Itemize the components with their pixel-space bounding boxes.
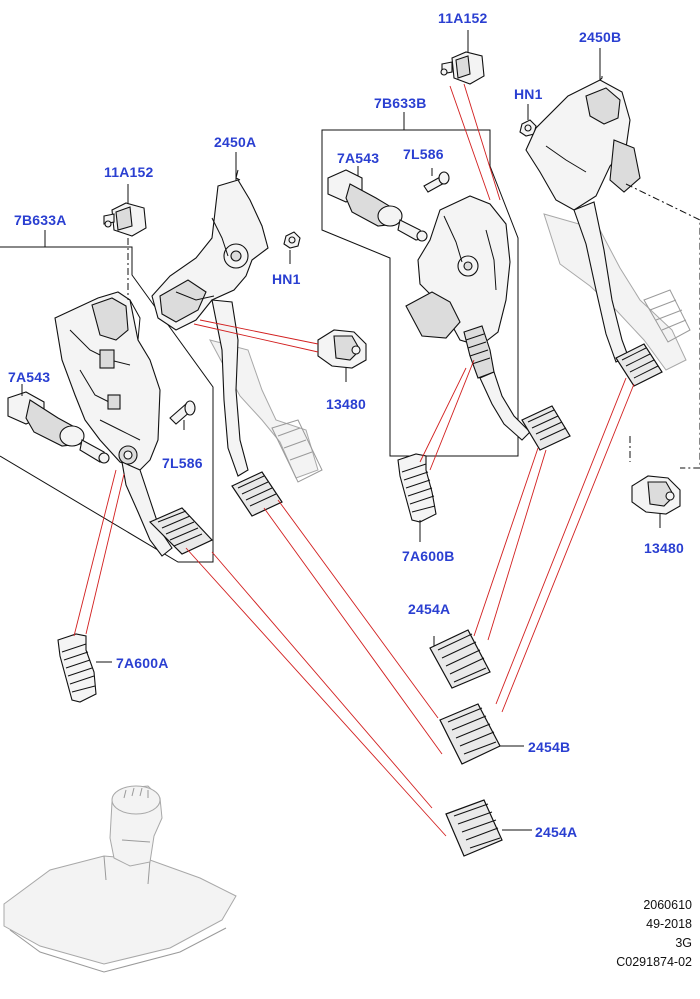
pedal-assembly-2450b bbox=[525, 76, 700, 469]
callout-7l586-right: 7L586 bbox=[403, 146, 444, 162]
pedal-pad-2454a-bottom bbox=[445, 799, 532, 857]
ref-line-1: 2060610 bbox=[643, 898, 692, 912]
spring-7a600b bbox=[397, 453, 437, 523]
pedal-pad-2454b bbox=[439, 703, 524, 765]
callout-7b633b: 7B633B bbox=[374, 95, 427, 111]
callout-7b633a: 7B633A bbox=[14, 212, 67, 228]
drawing-reference: 2060610 49-2018 3G C0291874-02 bbox=[572, 896, 692, 972]
box-7b633b bbox=[321, 112, 519, 457]
callout-13480-left: 13480 bbox=[326, 396, 366, 412]
switch-13480-right bbox=[631, 475, 681, 528]
callout-leaders bbox=[21, 30, 601, 663]
nut-hn1-right bbox=[519, 104, 537, 137]
sensor-11a152-right bbox=[440, 51, 485, 85]
spring-7a600a bbox=[57, 633, 97, 703]
ref-line-4: C0291874-02 bbox=[616, 955, 692, 969]
nut-hn1-left bbox=[283, 231, 301, 264]
pedal-pad-2454a-top bbox=[429, 629, 491, 689]
pin-7l586-right bbox=[423, 168, 450, 193]
sensor-11a152-left bbox=[103, 202, 147, 300]
red-leader-lines bbox=[73, 83, 635, 837]
pin-7l586-left bbox=[169, 400, 196, 430]
callout-7a600a: 7A600A bbox=[116, 655, 169, 671]
callout-2450b: 2450B bbox=[579, 29, 622, 45]
callout-hn1-right: HN1 bbox=[514, 86, 543, 102]
pedal-bracket-right bbox=[405, 195, 571, 451]
switch-13480-left bbox=[317, 329, 367, 382]
pedal-bracket-left bbox=[54, 291, 161, 471]
callout-7l586-left: 7L586 bbox=[162, 455, 203, 471]
callout-13480-right: 13480 bbox=[644, 540, 684, 556]
callout-11a152-right: 11A152 bbox=[438, 10, 488, 26]
callout-7a543-left: 7A543 bbox=[8, 369, 51, 385]
gear-shifter bbox=[3, 785, 237, 973]
callout-7a543-right: 7A543 bbox=[337, 150, 380, 166]
pedal-assembly-2450a bbox=[151, 169, 323, 517]
callout-2454a-bottom: 2454A bbox=[535, 824, 578, 840]
pedal-pad-left-installed bbox=[148, 507, 214, 555]
callout-2450a: 2450A bbox=[214, 134, 257, 150]
callout-7a600b: 7A600B bbox=[402, 548, 455, 564]
master-cylinder-left bbox=[7, 391, 110, 464]
callout-2454b: 2454B bbox=[528, 739, 571, 755]
pedal-arm-left bbox=[121, 461, 173, 557]
ref-line-2: 49-2018 bbox=[646, 917, 692, 931]
callout-2454a-top: 2454A bbox=[408, 601, 451, 617]
callout-hn1-left: HN1 bbox=[272, 271, 301, 287]
box-7b633a bbox=[0, 230, 214, 563]
master-cylinder-right bbox=[327, 169, 428, 242]
callout-11a152-left: 11A152 bbox=[104, 164, 154, 180]
ref-line-3: 3G bbox=[675, 936, 692, 950]
